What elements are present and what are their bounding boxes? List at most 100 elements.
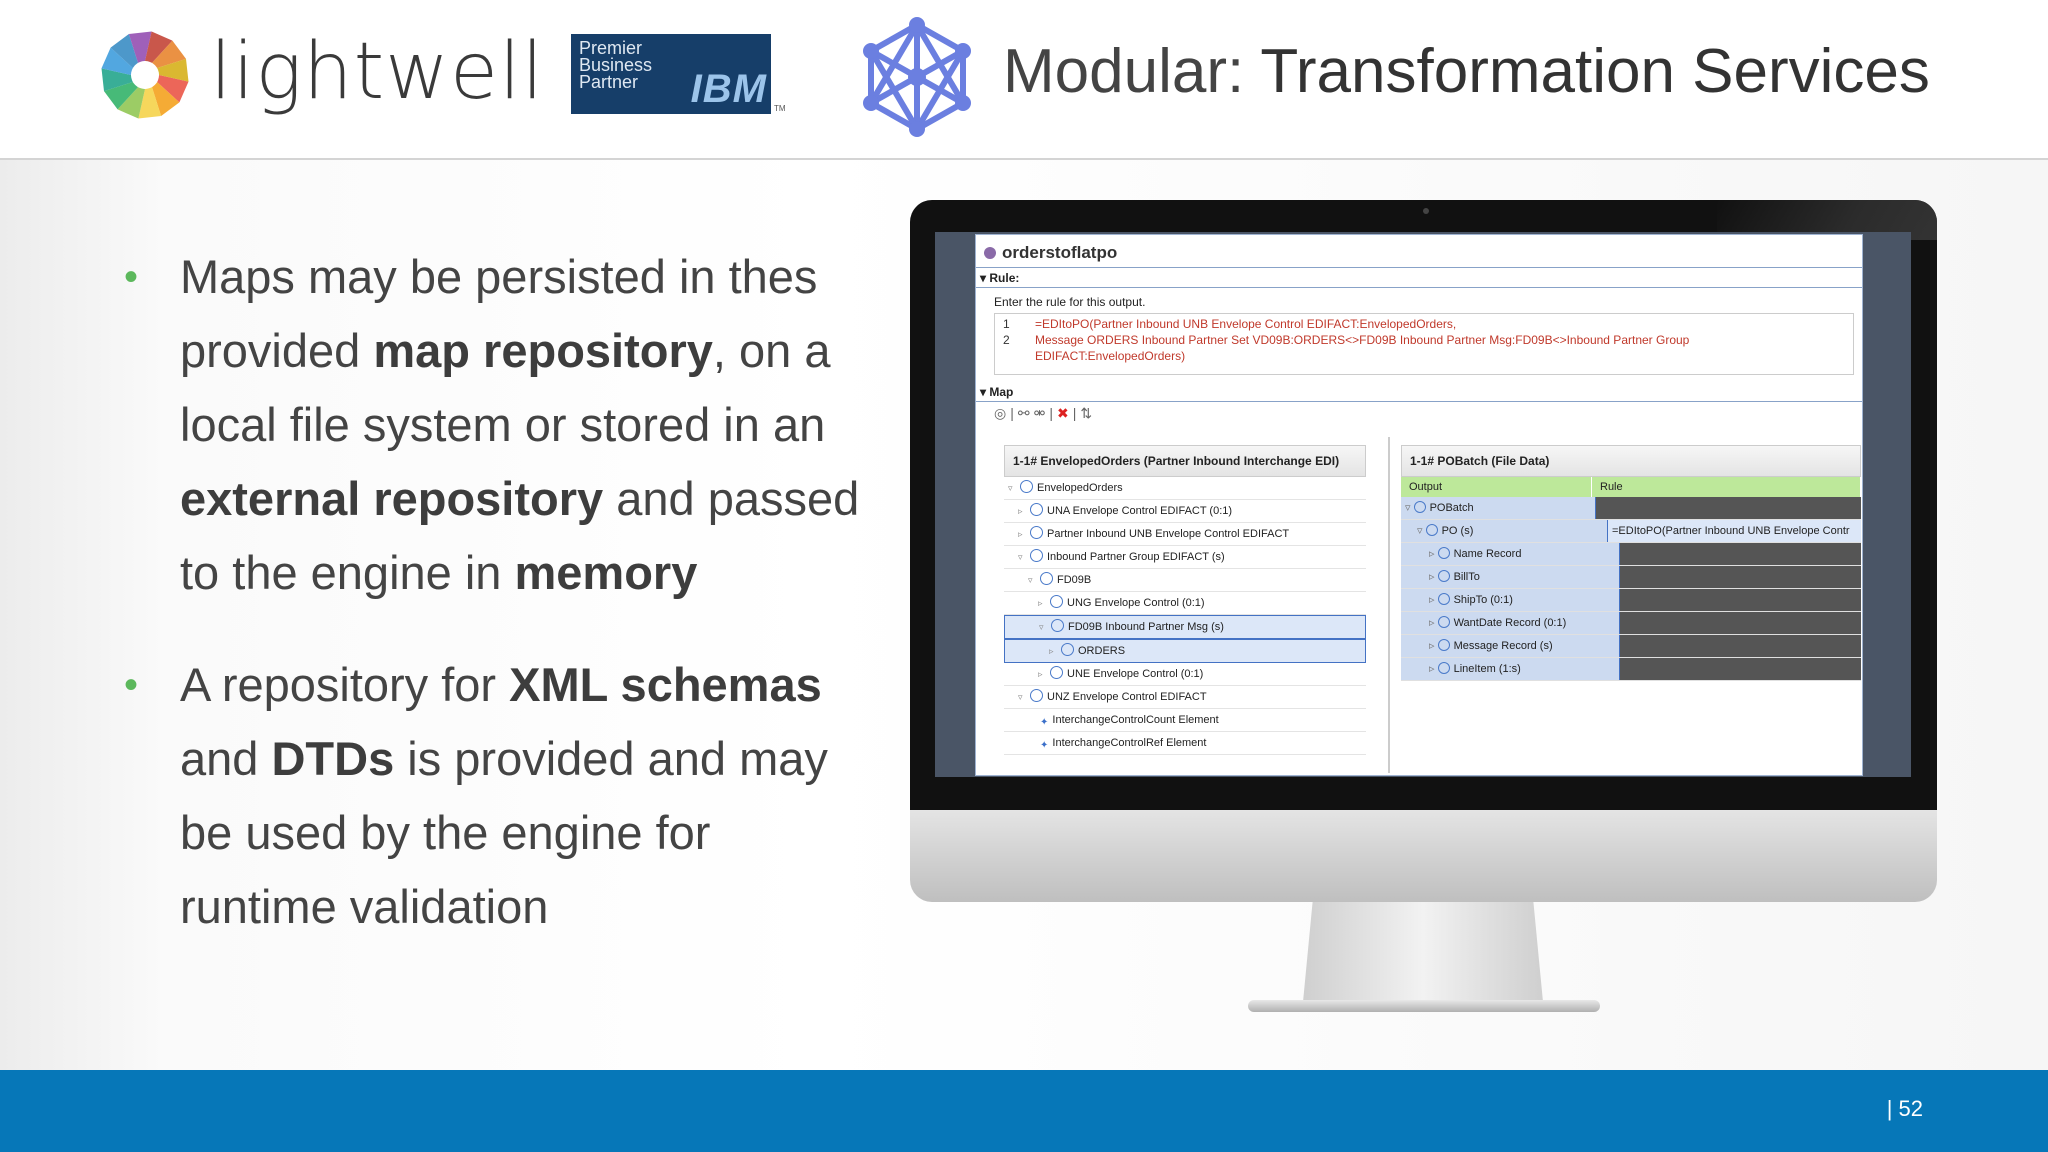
text-run: A repository for bbox=[180, 658, 510, 711]
rule-cell[interactable] bbox=[1596, 497, 1861, 519]
expand-right-icon[interactable]: ▹ bbox=[1049, 646, 1054, 656]
group-icon bbox=[1030, 689, 1043, 702]
monitor-chin bbox=[910, 810, 1937, 902]
tree-row-label: Partner Inbound UNB Envelope Control EDI… bbox=[1047, 528, 1290, 540]
rule-cell[interactable] bbox=[1620, 589, 1861, 611]
editor-title: orderstoflatpo bbox=[984, 243, 1117, 263]
output-columns-header: Output Rule bbox=[1401, 477, 1861, 497]
network-mesh-icon bbox=[863, 17, 971, 137]
output-row[interactable]: ▿ POBatch bbox=[1401, 497, 1861, 520]
expand-right-icon[interactable]: ▹ bbox=[1429, 571, 1438, 583]
expand-down-icon[interactable]: ▿ bbox=[1018, 552, 1023, 562]
output-label: Message Record (s) bbox=[1453, 640, 1553, 652]
element-icon: ✦ bbox=[1040, 717, 1049, 728]
expand-right-icon[interactable]: ▹ bbox=[1429, 548, 1438, 560]
tree-row[interactable]: ▿FD09B bbox=[1004, 569, 1366, 592]
monitor-image: orderstoflatpo ▾ Rule: Enter the rule fo… bbox=[910, 200, 1937, 1012]
rule-cell[interactable] bbox=[1620, 658, 1861, 680]
expand-down-icon[interactable]: ▿ bbox=[1008, 483, 1013, 493]
rule-cell[interactable] bbox=[1620, 635, 1861, 657]
footer-bar: | 52 bbox=[0, 1070, 2048, 1152]
line-number: 2 bbox=[1003, 333, 1010, 347]
tree-row[interactable]: ▹UNG Envelope Control (0:1) bbox=[1004, 592, 1366, 615]
output-card-header[interactable]: 1-1# POBatch (File Data) bbox=[1401, 445, 1861, 477]
expand-right-icon[interactable]: ▹ bbox=[1018, 529, 1023, 539]
section-divider bbox=[976, 401, 1862, 402]
expand-right-icon[interactable]: ▹ bbox=[1429, 640, 1438, 652]
tree-row[interactable]: ▹UNA Envelope Control EDIFACT (0:1) bbox=[1004, 500, 1366, 523]
link-icon[interactable]: ⚯ bbox=[1017, 405, 1034, 421]
page-title: Modular: Transformation Services bbox=[1003, 32, 1930, 112]
output-cell: ▹ ShipTo (0:1) bbox=[1401, 589, 1620, 611]
bold-phrase: memory bbox=[514, 546, 698, 599]
expand-right-icon[interactable]: ▹ bbox=[1429, 663, 1438, 675]
page-number: | 52 bbox=[1886, 1096, 1923, 1121]
output-row[interactable]: ▹ LineItem (1:s) bbox=[1401, 658, 1861, 681]
camera-icon bbox=[1423, 208, 1429, 214]
expand-right-icon[interactable]: ▹ bbox=[1018, 506, 1023, 516]
output-row[interactable]: ▹ WantDate Record (0:1) bbox=[1401, 612, 1861, 635]
delete-icon[interactable]: ✖ bbox=[1056, 405, 1073, 421]
expand-down-icon[interactable]: ▿ bbox=[1039, 622, 1044, 632]
input-card-header[interactable]: 1-1# EnvelopedOrders (Partner Inbound In… bbox=[1004, 445, 1366, 477]
output-cell: ▿ PO (s) bbox=[1401, 520, 1608, 542]
output-row[interactable]: ▹ Message Record (s) bbox=[1401, 635, 1861, 658]
expand-down-icon[interactable]: ▿ bbox=[1028, 575, 1033, 585]
map-editor-panel: orderstoflatpo ▾ Rule: Enter the rule fo… bbox=[975, 234, 1863, 776]
output-cell: ▹ WantDate Record (0:1) bbox=[1401, 612, 1620, 634]
group-icon bbox=[1020, 480, 1033, 493]
tree-row[interactable]: ▿UNZ Envelope Control EDIFACT bbox=[1004, 686, 1366, 709]
map-section-toggle[interactable]: ▾ Map bbox=[976, 385, 1013, 399]
group-icon bbox=[1413, 501, 1426, 513]
tree-row[interactable]: ✦InterchangeControlRef Element bbox=[1004, 732, 1366, 755]
tree-row[interactable]: ▹ORDERS bbox=[1004, 639, 1366, 663]
tree-row[interactable]: ▿EnvelopedOrders bbox=[1004, 477, 1366, 500]
expand-right-icon[interactable]: ▹ bbox=[1038, 598, 1043, 608]
group-icon bbox=[1437, 616, 1450, 628]
input-card-tree: 1-1# EnvelopedOrders (Partner Inbound In… bbox=[1004, 445, 1366, 755]
map-icon bbox=[984, 247, 996, 259]
tree-row-label: InterchangeControlRef Element bbox=[1052, 737, 1207, 749]
expand-down-icon[interactable]: ▿ bbox=[1018, 692, 1023, 702]
group-icon bbox=[1050, 666, 1063, 679]
tree-row[interactable]: ▹ Partner Inbound UNB Envelope Control ED… bbox=[1004, 523, 1366, 546]
pane-splitter[interactable] bbox=[1388, 437, 1390, 773]
text-run: and passed to the engine in bbox=[180, 472, 860, 599]
rule-cell[interactable]: =EDItoPO(Partner Inbound UNB Envelope Co… bbox=[1608, 520, 1861, 542]
expand-right-icon[interactable]: ▹ bbox=[1429, 594, 1438, 606]
section-divider bbox=[976, 287, 1862, 288]
rule-text: EDIFACT:EnvelopedOrders) bbox=[1035, 349, 1186, 363]
unlink-icon[interactable]: ⚮ bbox=[1033, 405, 1050, 421]
expand-right-icon[interactable]: ▹ bbox=[1038, 669, 1043, 679]
title-prefix: Modular: bbox=[1003, 37, 1261, 106]
output-label: PO (s) bbox=[1441, 525, 1474, 537]
rule-section-toggle[interactable]: ▾ Rule: bbox=[976, 271, 1019, 285]
group-icon bbox=[1040, 572, 1053, 585]
output-row[interactable]: ▹ ShipTo (0:1) bbox=[1401, 589, 1861, 612]
rule-cell[interactable] bbox=[1620, 543, 1861, 565]
monitor-base bbox=[1248, 1000, 1600, 1012]
bullet-text: Maps may be persisted in thes provided m… bbox=[180, 250, 859, 599]
output-row[interactable]: ▹ Name Record bbox=[1401, 543, 1861, 566]
rule-cell[interactable] bbox=[1620, 612, 1861, 634]
output-cell: ▹ LineItem (1:s) bbox=[1401, 658, 1620, 680]
swap-icon[interactable]: ⇅ bbox=[1080, 405, 1097, 421]
output-cell: ▿ POBatch bbox=[1401, 497, 1596, 519]
output-row[interactable]: ▿ PO (s)=EDItoPO(Partner Inbound UNB Env… bbox=[1401, 520, 1861, 543]
rule-text: Message ORDERS Inbound Partner Set VD09B… bbox=[1035, 333, 1690, 347]
tree-row[interactable]: ▹UNE Envelope Control (0:1) bbox=[1004, 663, 1366, 686]
rule-line: 2 Message ORDERS Inbound Partner Set VD0… bbox=[1003, 332, 1853, 348]
bold-phrase: DTDs bbox=[271, 732, 395, 785]
refresh-icon[interactable]: ◎ bbox=[994, 405, 1011, 421]
rule-editor[interactable]: 1=EDItoPO(Partner Inbound UNB Envelope C… bbox=[994, 313, 1854, 375]
rule-line: 1=EDItoPO(Partner Inbound UNB Envelope C… bbox=[1003, 316, 1853, 332]
tree-row[interactable]: ▿Inbound Partner Group EDIFACT (s) bbox=[1004, 546, 1366, 569]
expand-down-icon[interactable]: ▿ bbox=[1405, 502, 1414, 514]
expand-right-icon[interactable]: ▹ bbox=[1429, 617, 1438, 629]
expand-down-icon[interactable]: ▿ bbox=[1417, 525, 1426, 537]
tree-row[interactable]: ▿FD09B Inbound Partner Msg (s) bbox=[1004, 615, 1366, 639]
tree-row[interactable]: ✦InterchangeControlCount Element bbox=[1004, 709, 1366, 732]
text-run: is provided and may be used by the engin… bbox=[180, 732, 828, 933]
output-row[interactable]: ▹ BillTo bbox=[1401, 566, 1861, 589]
rule-cell[interactable] bbox=[1620, 566, 1861, 588]
